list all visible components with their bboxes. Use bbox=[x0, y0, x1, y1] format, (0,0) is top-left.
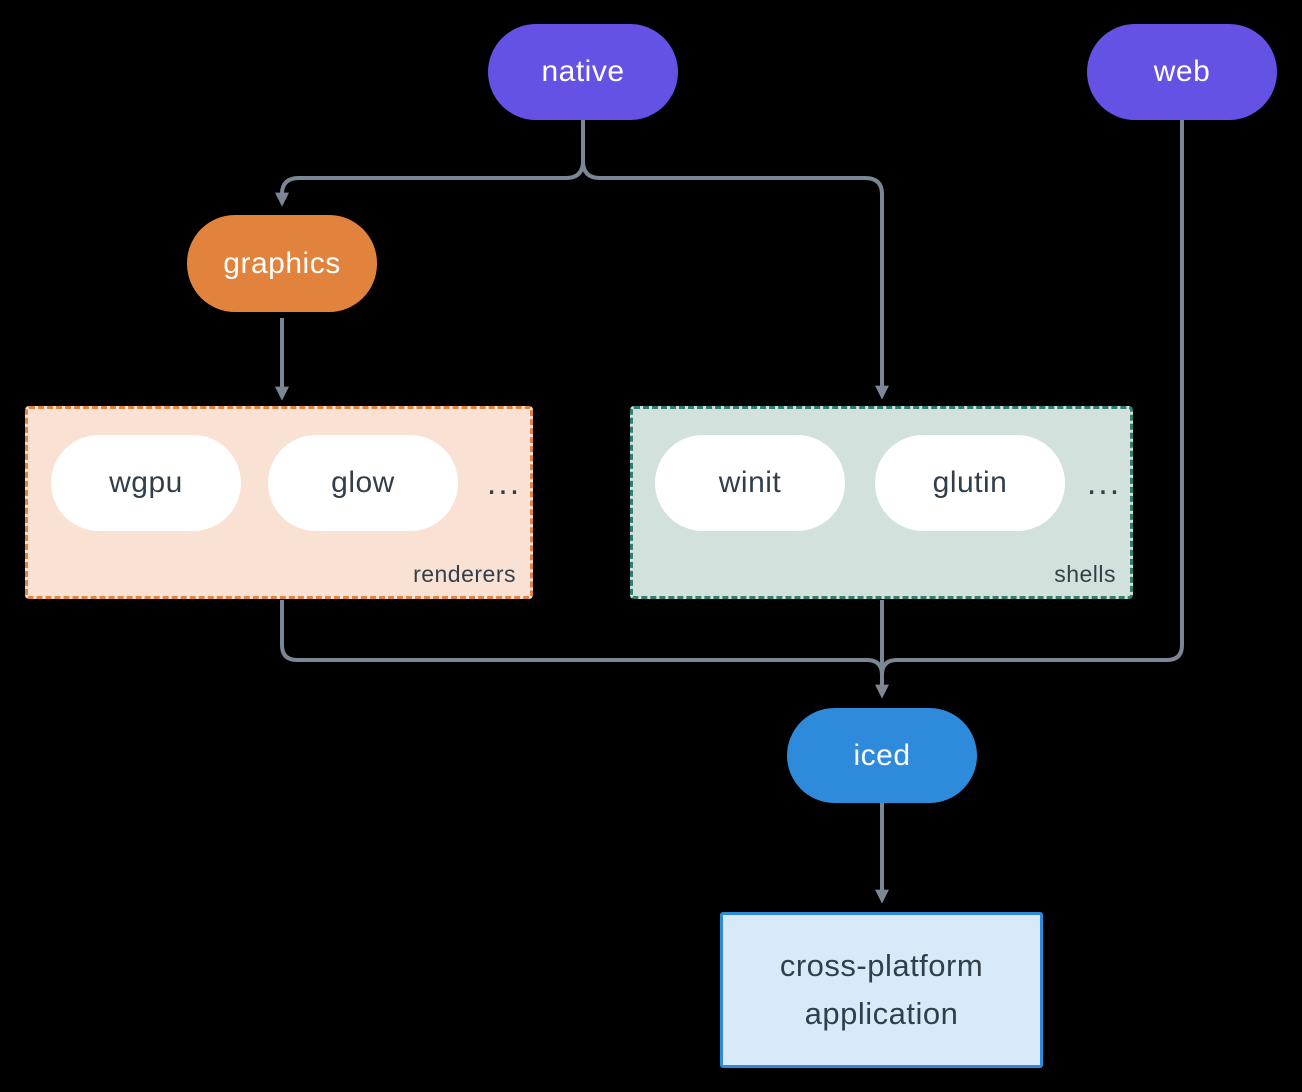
edge-native-to-graphics bbox=[275, 120, 585, 207]
application-label-line2: application bbox=[804, 996, 959, 1031]
node-iced-label: iced bbox=[853, 738, 911, 772]
node-glutin-label: glutin bbox=[932, 466, 1008, 499]
shells-ellipsis: ... bbox=[1086, 463, 1122, 502]
edge-renderers-to-merge bbox=[280, 600, 884, 676]
group-shells: winit glutin ... shells bbox=[630, 406, 1133, 599]
node-web-label: web bbox=[1153, 55, 1211, 88]
node-glutin: glutin bbox=[875, 435, 1065, 531]
node-native-label: native bbox=[541, 55, 625, 88]
node-winit-label: winit bbox=[718, 466, 782, 499]
node-graphics: graphics bbox=[187, 215, 377, 312]
node-cross-platform-application: cross-platform application bbox=[720, 912, 1043, 1068]
node-winit: winit bbox=[655, 435, 845, 531]
edge-native-to-shells bbox=[581, 120, 889, 400]
renderers-ellipsis: ... bbox=[486, 463, 522, 502]
node-graphics-label: graphics bbox=[223, 246, 341, 280]
node-native: native bbox=[488, 24, 678, 120]
node-glow-label: glow bbox=[331, 466, 395, 499]
renderers-group-label: renderers bbox=[413, 561, 516, 587]
node-wgpu-label: wgpu bbox=[109, 466, 183, 499]
node-iced: iced bbox=[787, 708, 977, 803]
node-web: web bbox=[1087, 24, 1277, 120]
group-renderers: wgpu glow ... renderers bbox=[25, 406, 533, 599]
application-label-line1: cross-platform bbox=[779, 948, 984, 983]
node-glow: glow bbox=[268, 435, 458, 531]
shells-group-label: shells bbox=[1054, 561, 1116, 587]
node-wgpu: wgpu bbox=[51, 435, 241, 531]
